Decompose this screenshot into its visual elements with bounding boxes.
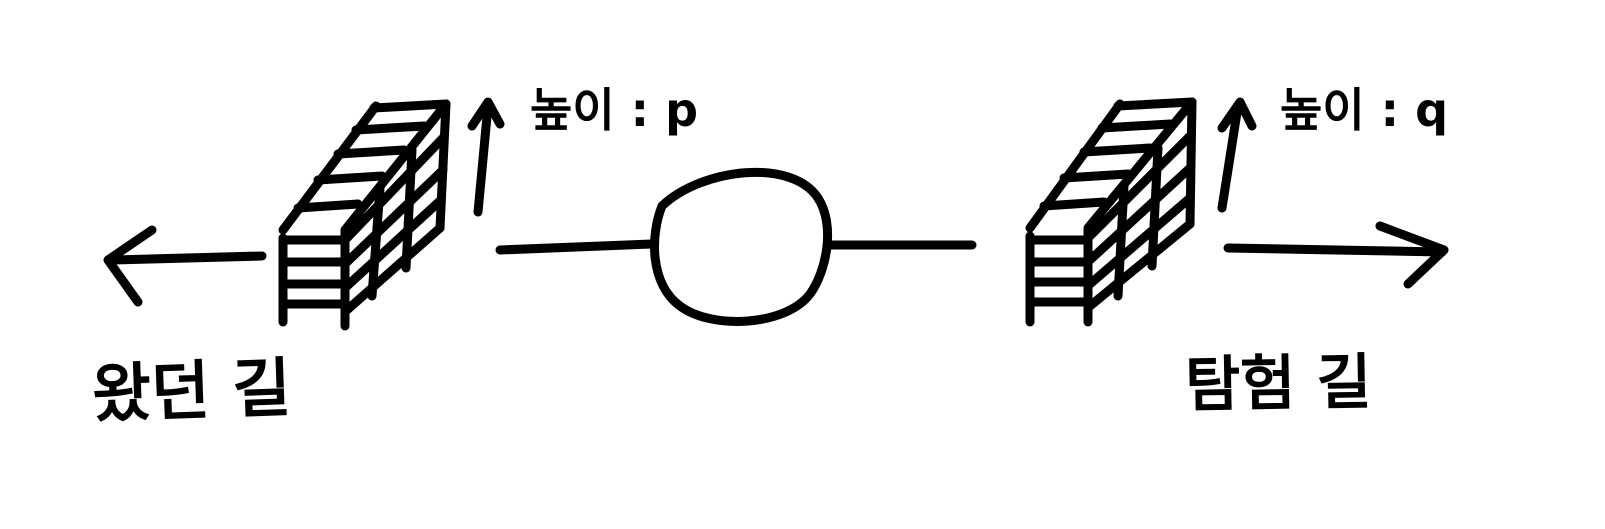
height-right-label: 높이 : q — [1280, 83, 1448, 137]
left-height-arrow — [467, 97, 505, 217]
left-rack — [278, 99, 451, 331]
center-connector — [495, 167, 977, 326]
right-rack — [1025, 97, 1197, 327]
path-explore-label: 탐험 길 — [1184, 347, 1373, 421]
right-height-arrow — [1217, 97, 1257, 213]
left-arrow — [103, 225, 267, 307]
height-left-label: 높이 : p — [530, 83, 698, 137]
path-back-label: 왔던 길 — [90, 351, 293, 433]
right-arrow — [1223, 221, 1449, 289]
